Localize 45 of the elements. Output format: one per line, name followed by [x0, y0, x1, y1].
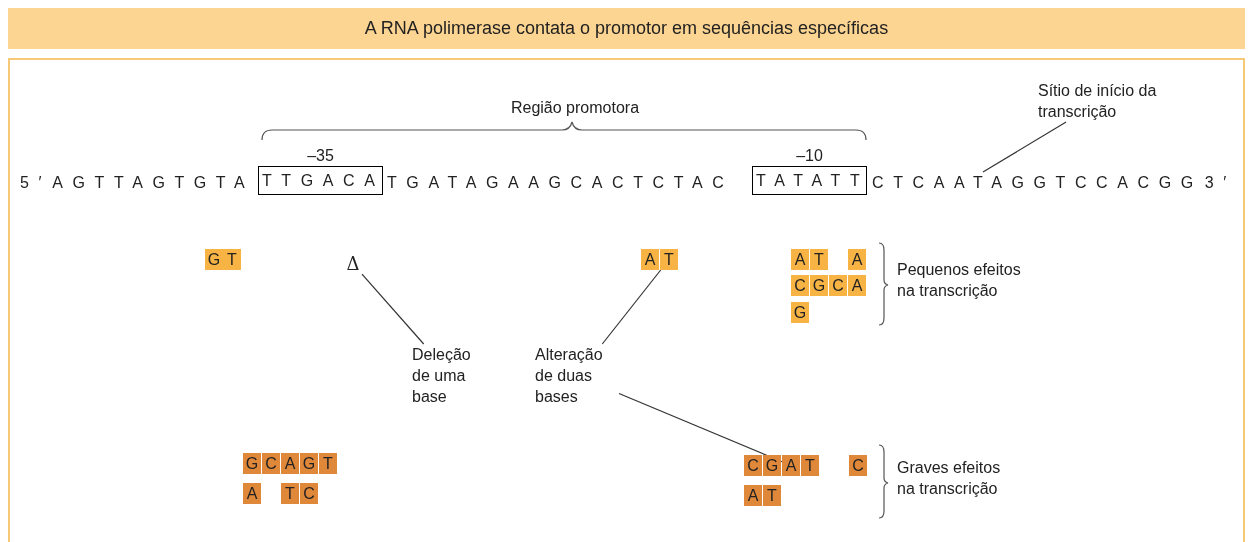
- base-tile: T: [223, 249, 241, 270]
- base-tile: A: [782, 455, 800, 476]
- dna-sequence: CTCAATAGGTCCACGG 3′: [872, 172, 1240, 194]
- callout-text: Sítio de início da transcrição: [1038, 80, 1164, 122]
- dna-sequence: TGATAGAAGCACTCTAC: [387, 173, 735, 193]
- base-tile: A: [641, 249, 659, 270]
- base-tile: G: [205, 249, 223, 270]
- consensus-box: TATATT: [752, 166, 867, 195]
- base-tile: A: [243, 483, 261, 504]
- base-tile: C: [262, 453, 280, 474]
- leader-line: [601, 269, 662, 345]
- base-tile: T: [660, 249, 678, 270]
- base-tile: C: [300, 483, 318, 504]
- effect-label: Graves efeitos na transcrição: [897, 458, 1002, 499]
- base-tile: C: [791, 275, 809, 296]
- dna-sequence: 5′ AGTTAGTGTA: [20, 173, 256, 193]
- leader-line: [982, 121, 1067, 173]
- leader-line: [361, 273, 425, 345]
- base-tile: G: [810, 275, 828, 296]
- consensus-box: TTGACA: [258, 166, 383, 195]
- effect-label: Pequenos efeitos na transcrição: [897, 260, 1022, 301]
- base-tile: G: [763, 455, 781, 476]
- base-tile: T: [763, 485, 781, 506]
- base-tile: A: [848, 275, 866, 296]
- base-tile: C: [829, 275, 847, 296]
- base-tile: G: [300, 453, 318, 474]
- base-tile: G: [791, 302, 809, 323]
- deletion-symbol: Δ: [344, 253, 362, 275]
- base-tile: C: [849, 455, 867, 476]
- position-label: –35: [307, 146, 334, 166]
- base-tile: A: [744, 485, 762, 506]
- position-label: –10: [796, 146, 823, 166]
- base-tile: T: [319, 453, 337, 474]
- callout-text: Alteração de duas bases: [535, 344, 619, 408]
- title-band: A RNA polimerase contata o promotor em sequências específicas: [8, 8, 1245, 49]
- base-tile: A: [848, 249, 866, 270]
- base-tile: G: [243, 453, 261, 474]
- base-tile: C: [744, 455, 762, 476]
- region-label: Região promotora: [509, 98, 641, 118]
- callout-text: Deleção de uma base: [412, 344, 492, 408]
- base-tile: T: [281, 483, 299, 504]
- base-tile: A: [791, 249, 809, 270]
- base-tile: A: [281, 453, 299, 474]
- base-tile: T: [801, 455, 819, 476]
- base-tile: T: [810, 249, 828, 270]
